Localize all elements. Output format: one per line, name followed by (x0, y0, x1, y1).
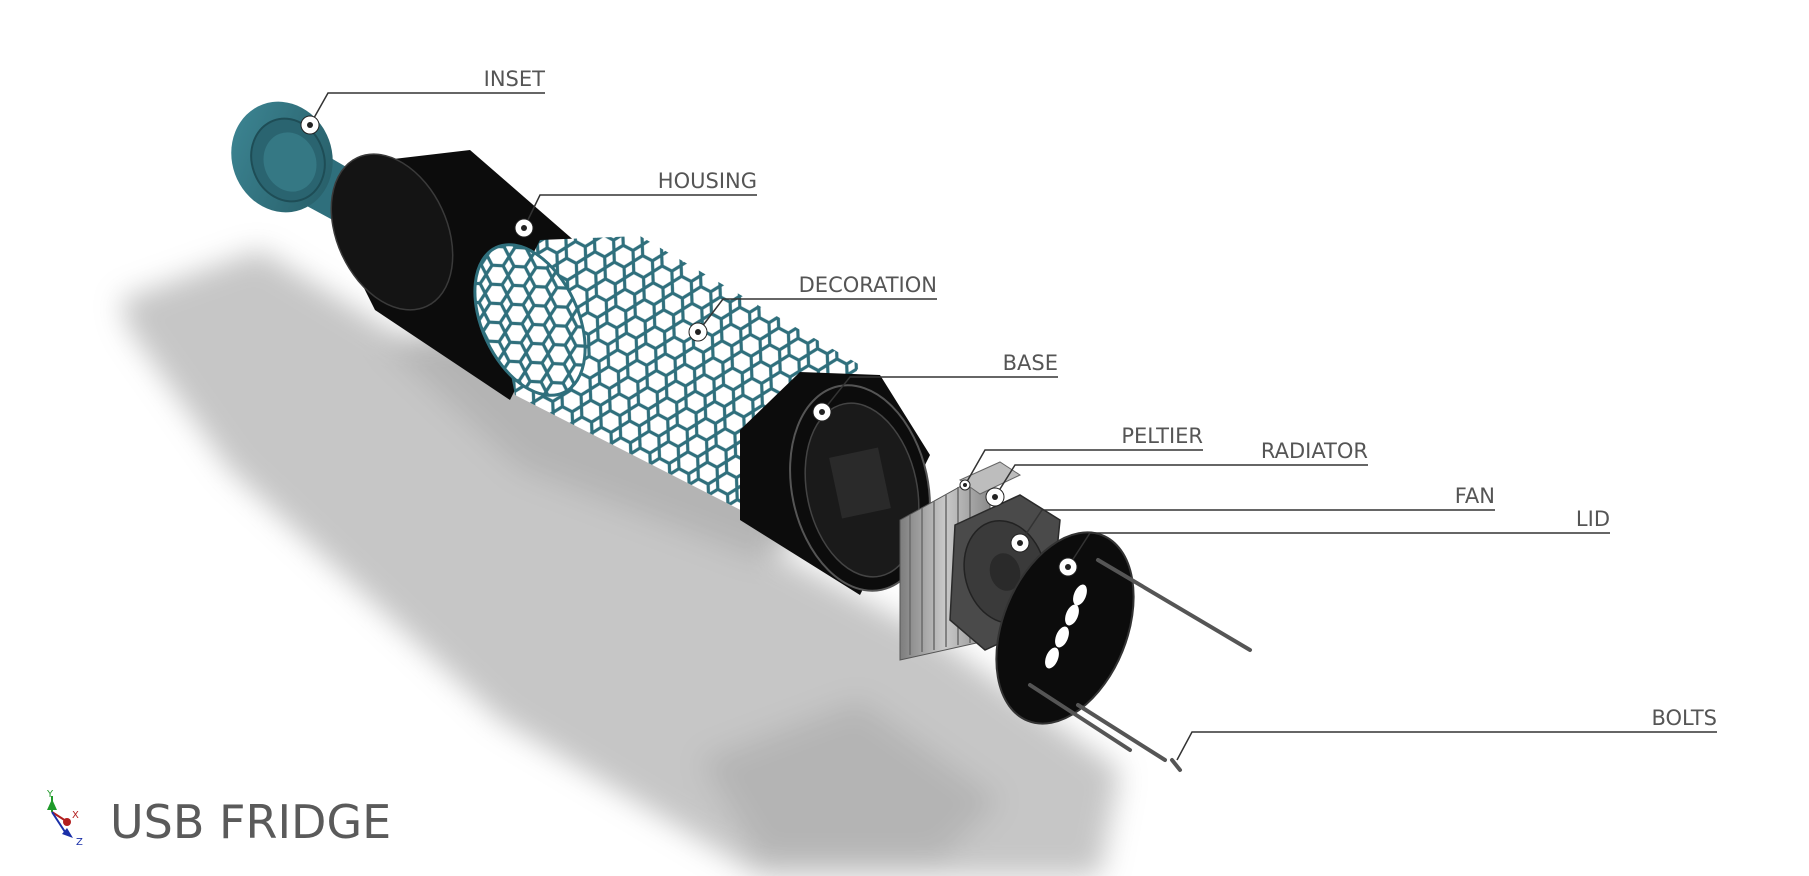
label-peltier: PELTIER (1121, 424, 1203, 448)
label-decoration: DECORATION (799, 273, 937, 297)
pin-decoration (688, 322, 708, 342)
pin-fan (1010, 533, 1030, 553)
axis-label-x: X (72, 810, 79, 821)
pin-inset (300, 115, 320, 135)
label-lid: LID (1576, 507, 1610, 531)
axis-label-z: Z (76, 837, 83, 848)
pin-housing (514, 218, 534, 238)
lid-part (995, 531, 1135, 725)
label-bolts: BOLTS (1651, 706, 1717, 730)
peltier-part (958, 461, 1022, 495)
label-radiator: RADIATOR (1261, 439, 1368, 463)
axis-triad-icon: Y X Z (46, 789, 83, 848)
label-inset: INSET (484, 67, 546, 91)
label-housing: HOUSING (658, 169, 757, 193)
base-part (740, 372, 931, 595)
pin-radiator (985, 487, 1005, 507)
callout-labels: INSET HOUSING DECORATION BASE PELTIER RA… (484, 67, 1717, 730)
pin-peltier (959, 479, 971, 491)
callout-pins (300, 115, 1078, 577)
diagram-title: USB FRIDGE (110, 795, 391, 849)
bolts-part (1028, 558, 1252, 772)
label-base: BASE (1003, 351, 1058, 375)
axis-label-y: Y (46, 789, 54, 800)
callout-leaders (309, 92, 1717, 761)
label-fan: FAN (1455, 484, 1495, 508)
pin-lid (1058, 557, 1078, 577)
pin-base (812, 402, 832, 422)
